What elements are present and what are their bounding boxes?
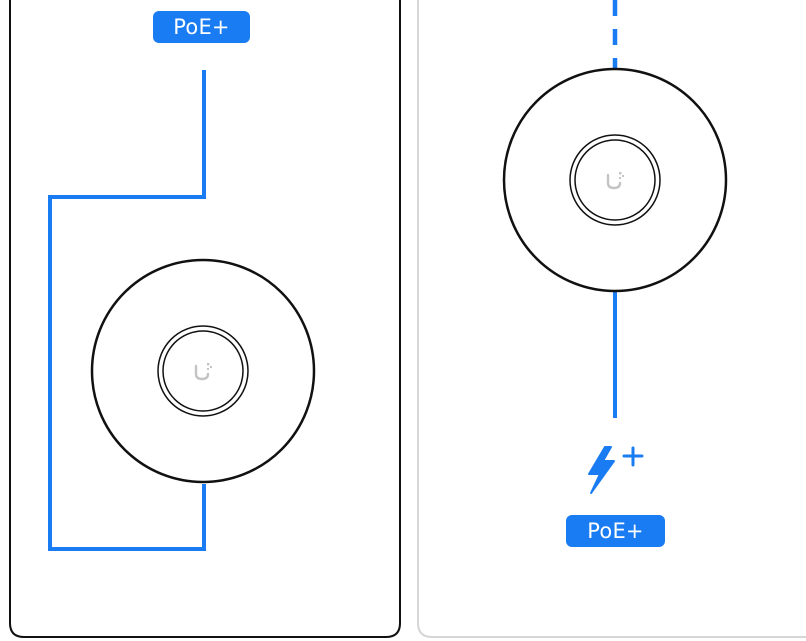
poe-plus-badge-left: PoE+ — [153, 11, 250, 43]
left-cable — [48, 70, 206, 551]
right-access-point-ring-inner — [574, 139, 656, 221]
lightning-plus-icon — [588, 446, 644, 494]
left-access-point-ring-inner — [162, 330, 244, 412]
ubiquiti-logo-icon — [606, 172, 624, 190]
right-panel — [417, 0, 806, 638]
left-access-point-ring-outer — [157, 325, 249, 417]
right-access-point-ring-outer — [569, 134, 661, 226]
poe-plus-badge-right: PoE+ — [566, 515, 665, 547]
right-access-point-body — [502, 67, 728, 293]
ubiquiti-logo-icon — [194, 363, 212, 381]
right-access-point — [502, 67, 728, 293]
lightning-bolt-icon — [588, 446, 615, 494]
right-panel-frame — [417, 0, 806, 638]
left-access-point — [90, 258, 316, 484]
left-panel — [9, 0, 401, 638]
left-panel-frame — [9, 0, 401, 638]
left-access-point-body — [90, 258, 316, 484]
plus-icon — [622, 446, 644, 467]
